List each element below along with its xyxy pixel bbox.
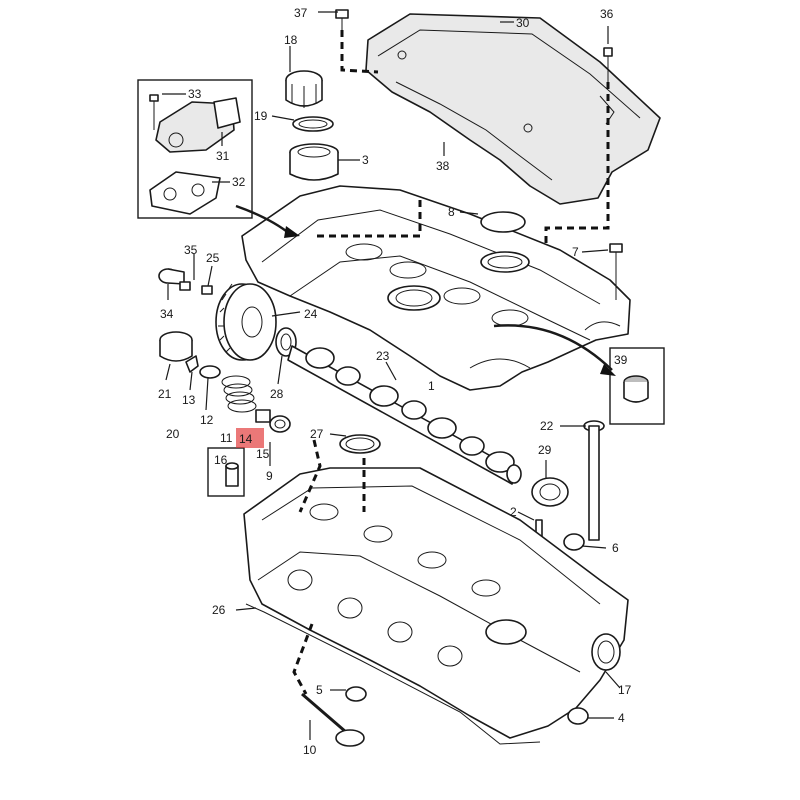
plug-4 [567,707,589,725]
spring-retainer-12 [199,365,221,379]
label-4[interactable]: 4 [618,711,625,725]
label-21[interactable]: 21 [158,387,172,401]
label-33[interactable]: 33 [188,87,202,101]
highlight-box [236,428,264,448]
label-9[interactable]: 9 [266,469,273,483]
plug-34 [158,268,185,285]
part-labels: 1 2 3 4 5 6 7 8 9 10 11 12 13 14 15 16 1… [158,6,632,757]
label-30[interactable]: 30 [516,16,530,30]
label-15[interactable]: 15 [256,447,270,461]
camshaft-cover [241,185,631,391]
engine-cover [365,13,661,205]
oil-filler-neck [289,143,339,181]
label-12[interactable]: 12 [200,413,214,427]
oil-cap-seal [292,116,334,132]
label-22[interactable]: 22 [540,419,554,433]
label-18[interactable]: 18 [284,33,298,47]
label-39[interactable]: 39 [614,353,628,367]
plug-6 [563,533,585,551]
assembly-lines [292,30,610,695]
label-28[interactable]: 28 [270,387,284,401]
plug-8 [480,211,526,233]
collets-13 [185,355,199,373]
camshaft-pulley [215,283,277,361]
label-14[interactable]: 14 [239,432,253,446]
seal-5 [345,686,367,702]
label-34[interactable]: 34 [160,307,174,321]
label-6[interactable]: 6 [612,541,619,555]
callout-arrows [235,204,616,376]
label-5[interactable]: 5 [316,683,323,697]
spring-seat-15 [269,415,291,433]
bolt-35 [179,281,191,291]
guide-inset [207,447,245,497]
label-37[interactable]: 37 [294,6,308,20]
label-31[interactable]: 31 [216,149,230,163]
label-3[interactable]: 3 [362,153,369,167]
grommet-inset [609,347,665,425]
valve-10 [301,692,365,747]
camshaft [287,345,522,485]
label-2[interactable]: 2 [510,505,517,519]
label-24[interactable]: 24 [304,307,318,321]
leader-lines [162,11,621,740]
label-32[interactable]: 32 [232,175,246,189]
label-25[interactable]: 25 [206,251,220,265]
label-19[interactable]: 19 [254,109,268,123]
valve-spring-11 [221,375,257,413]
bolt-22 [583,420,605,541]
label-16[interactable]: 16 [214,453,228,467]
label-38[interactable]: 38 [436,159,450,173]
oil-filler-cap [285,70,323,108]
seal-29 [531,477,569,507]
label-10[interactable]: 10 [303,743,317,757]
label-23[interactable]: 23 [376,349,390,363]
label-20[interactable]: 20 [166,427,180,441]
label-7[interactable]: 7 [572,245,579,259]
label-36[interactable]: 36 [600,7,614,21]
bolt-25 [201,285,213,295]
label-8[interactable]: 8 [448,205,455,219]
label-29[interactable]: 29 [538,443,552,457]
valve-stem-seal-14 [255,409,271,423]
plug-17 [591,633,621,671]
tappet-21 [159,331,193,362]
cover-cap-ring [480,251,530,273]
label-11[interactable]: 11 [220,431,233,445]
vvt-solenoid-inset [137,79,253,219]
head-gasket [245,603,541,745]
label-13[interactable]: 13 [182,393,196,407]
bolt-36 [603,47,613,82]
label-17[interactable]: 17 [618,683,632,697]
label-27[interactable]: 27 [310,427,324,441]
label-1[interactable]: 1 [428,379,435,393]
label-35[interactable]: 35 [184,243,198,257]
bolt-7 [609,243,623,300]
bolt-37 [335,9,349,30]
seal-27 [339,434,381,454]
label-26[interactable]: 26 [212,603,226,617]
